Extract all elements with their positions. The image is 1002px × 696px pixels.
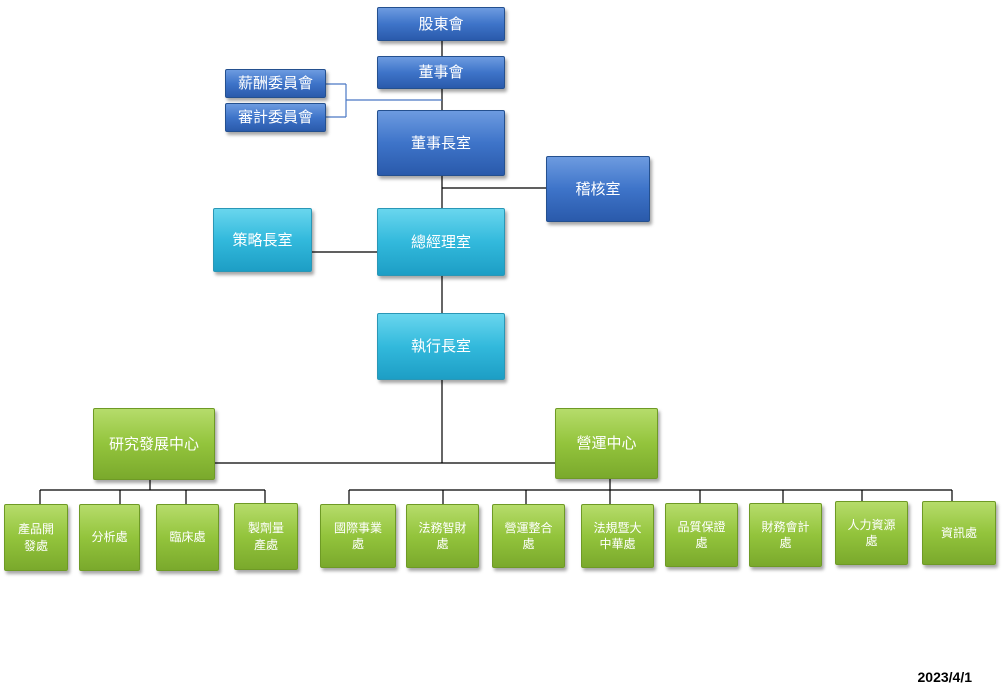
- compensation-committee-label: 薪酬委員會: [237, 74, 313, 93]
- rd-unit-label: 臨床處: [169, 530, 206, 545]
- rd-center-label: 研究發展中心: [108, 434, 199, 453]
- rd-unit-label: 製劑量 產處: [247, 521, 284, 552]
- board-of-directors-label: 董事會: [418, 63, 464, 82]
- general-manager-office-label: 總經理室: [410, 232, 471, 251]
- operations-unit-box: 法規暨大 中華處: [581, 504, 654, 568]
- operations-unit-box: 財務會計 處: [749, 503, 822, 567]
- rd-unit-box: 製劑量 產處: [234, 503, 298, 570]
- operations-unit-box: 法務智財 處: [406, 504, 479, 568]
- operations-center-label: 營運中心: [576, 434, 637, 453]
- chairman-office-label: 董事長室: [410, 133, 471, 152]
- audit-committee-box: 審計委員會: [225, 103, 326, 132]
- operations-unit-label: 資訊處: [940, 525, 977, 540]
- operations-unit-box: 國際事業 處: [320, 504, 396, 568]
- strategy-office-label: 策略長室: [232, 230, 293, 249]
- rd-unit-box: 分析處: [79, 504, 140, 571]
- rd-unit-box: 產品開 發處: [4, 504, 68, 571]
- operations-unit-box: 營運整合 處: [492, 504, 565, 568]
- internal-audit-office-label: 稽核室: [575, 179, 621, 198]
- rd-unit-box: 臨床處: [156, 504, 219, 571]
- board-of-directors-box: 董事會: [377, 56, 505, 89]
- compensation-committee-box: 薪酬委員會: [225, 69, 326, 98]
- chairman-office-box: 董事長室: [377, 110, 505, 176]
- operations-unit-label: 法務智財 處: [418, 520, 467, 551]
- rd-unit-label: 產品開 發處: [17, 522, 54, 553]
- chart-date: 2023/4/1: [917, 669, 973, 685]
- ceo-office-box: 執行長室: [377, 313, 505, 380]
- audit-committee-label: 審計委員會: [237, 108, 313, 127]
- ceo-office-label: 執行長室: [410, 337, 471, 356]
- operations-unit-label: 品質保證 處: [677, 519, 726, 550]
- rd-unit-label: 分析處: [91, 530, 128, 545]
- shareholders-meeting-box: 股東會: [377, 7, 505, 41]
- shareholders-meeting-label: 股東會: [418, 14, 464, 33]
- internal-audit-office-box: 稽核室: [546, 156, 650, 222]
- operations-unit-box: 品質保證 處: [665, 503, 738, 567]
- operations-unit-label: 國際事業 處: [333, 520, 382, 551]
- operations-unit-box: 資訊處: [922, 501, 996, 565]
- operations-unit-label: 營運整合 處: [504, 520, 553, 551]
- operations-unit-label: 財務會計 處: [761, 519, 810, 550]
- strategy-office-box: 策略長室: [213, 208, 312, 272]
- operations-unit-label: 人力資源 處: [847, 517, 896, 548]
- operations-unit-box: 人力資源 處: [835, 501, 908, 565]
- general-manager-office-box: 總經理室: [377, 208, 505, 276]
- rd-center-box: 研究發展中心: [93, 408, 215, 480]
- operations-unit-label: 法規暨大 中華處: [593, 520, 642, 551]
- operations-center-box: 營運中心: [555, 408, 658, 479]
